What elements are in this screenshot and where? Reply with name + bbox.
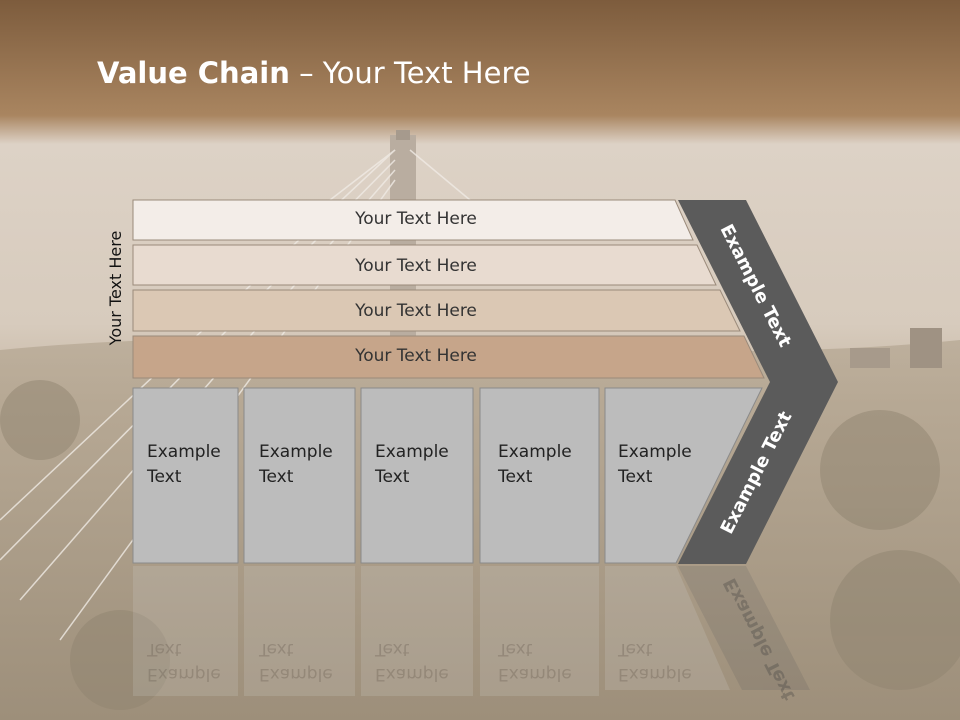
reflection-label-4: Example Text	[498, 636, 593, 686]
reflection-box-3	[361, 566, 473, 696]
reflection-3-line1: Example	[375, 664, 449, 684]
box-5-line2: Text	[618, 467, 653, 487]
reflection-2-line2: Text	[259, 639, 294, 659]
title-bold: Value Chain	[97, 56, 290, 90]
box-4-line1: Example	[498, 442, 572, 462]
box-4	[479, 387, 600, 564]
box-3-line2: Text	[375, 467, 410, 487]
bar-1	[132, 199, 694, 241]
bar-label-2: Your Text Here	[355, 256, 477, 276]
box-2-line2: Text	[259, 467, 294, 487]
title-rest: – Your Text Here	[289, 56, 531, 90]
box-3	[360, 387, 474, 564]
bar-label-1: Your Text Here	[355, 209, 477, 229]
reflection-1-line2: Text	[147, 639, 182, 659]
box-3-line1: Example	[375, 442, 449, 462]
bar-label-3: Your Text Here	[355, 301, 477, 321]
bar-2	[132, 244, 717, 286]
reflection-box-1	[133, 566, 238, 696]
reflection-4-line2: Text	[498, 639, 533, 659]
reflection-5-line2: Text	[618, 639, 653, 659]
reflection-chevron	[678, 566, 810, 690]
reflection-label-3: Example Text	[375, 636, 470, 686]
box-4-line2: Text	[498, 467, 533, 487]
box-5-line1: Example	[618, 442, 692, 462]
reflection-5-line1: Example	[618, 664, 692, 684]
reflection-3-line2: Text	[375, 639, 410, 659]
bar-3	[132, 289, 741, 332]
reflection-label-1: Example Text	[147, 636, 242, 686]
box-1	[132, 387, 239, 564]
box-2-line1: Example	[259, 442, 333, 462]
reflection-2-line1: Example	[259, 664, 333, 684]
box-2	[243, 387, 356, 564]
reflection-box-2	[244, 566, 355, 696]
slide-title: Value Chain – Your Text Here	[97, 56, 531, 90]
chevron-arrow	[678, 200, 838, 564]
reflection-box-4	[480, 566, 599, 696]
reflection-1-line1: Example	[147, 664, 221, 684]
bar-label-4: Your Text Here	[355, 346, 477, 366]
reflection-label-5: Example Text	[618, 636, 713, 686]
reflection-box-5	[605, 566, 730, 690]
box-5	[604, 387, 763, 564]
reflection-label-2: Example Text	[259, 636, 354, 686]
box-1-line2: Text	[147, 467, 182, 487]
bar-4	[132, 335, 765, 379]
reflection-4-line1: Example	[498, 664, 572, 684]
box-1-line1: Example	[147, 442, 221, 462]
